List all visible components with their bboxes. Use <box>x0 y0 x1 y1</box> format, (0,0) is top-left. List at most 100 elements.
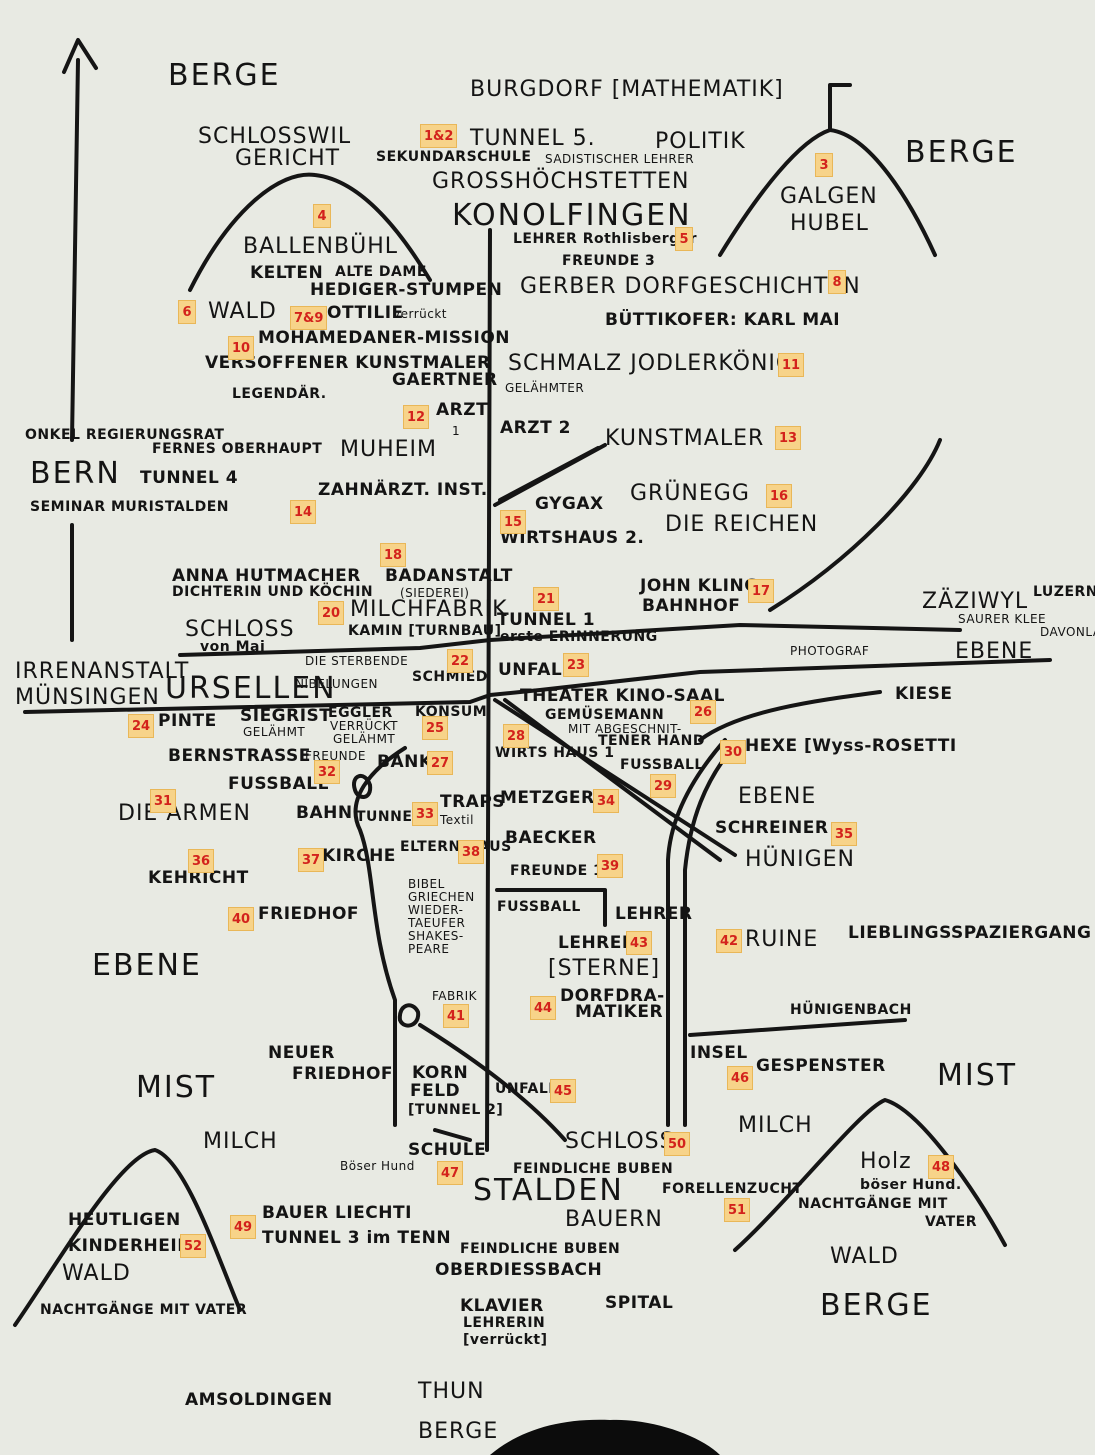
label-gemuesemann: GEMÜSEMANN <box>545 707 665 723</box>
marker-36: 36 <box>188 849 215 873</box>
marker-21: 21 <box>533 587 560 611</box>
marker-48: 48 <box>928 1155 955 1179</box>
label-ballenbuehl: BALLENBÜHL <box>243 234 399 259</box>
label-nachtgaenge-w: NACHTGÄNGE MIT VATER <box>40 1302 248 1318</box>
label-stalden: STALDEN <box>473 1173 624 1208</box>
label-boeser-hund-1: Böser Hund <box>340 1159 415 1173</box>
label-kehricht: KEHRICHT <box>148 868 249 888</box>
label-bahnhof: BAHNHOF <box>642 596 741 616</box>
label-wieder: WIEDER- <box>408 903 464 917</box>
label-schmalz: SCHMALZ JODLERKÖNIG <box>508 351 794 376</box>
label-milchfabrik: MILCHFABRIK <box>350 597 508 622</box>
label-saurer-klee: SAURER KLEE <box>958 612 1047 626</box>
label-mohamedaner: MOHAMEDANER-MISSION <box>258 328 511 348</box>
label-peare: PEARE <box>408 942 450 956</box>
label-hediger: HEDIGER-STUMPEN <box>310 280 503 300</box>
marker-43: 43 <box>626 931 653 955</box>
label-freunde3: FREUNDE 3 <box>562 253 656 269</box>
marker-26: 26 <box>690 700 717 724</box>
road-gruenegg <box>498 446 600 502</box>
marker-14: 14 <box>290 500 317 524</box>
label-berge-nw: BERGE <box>168 58 281 93</box>
label-sterne: [STERNE] <box>548 956 661 981</box>
label-sadistischer-lehrer: SADISTISCHER LEHRER <box>545 152 695 166</box>
label-ursellen: URSELLEN <box>165 671 337 706</box>
label-wirtshaus2: WIRTSHAUS 2. <box>500 528 645 548</box>
label-gespenster: GESPENSTER <box>756 1056 886 1076</box>
label-hexe: HEXE [Wyss-ROSETTI <box>745 736 957 756</box>
marker-22: 22 <box>447 649 474 673</box>
label-metzger: METZGER <box>500 788 595 808</box>
label-siegrist: SIEGRIST <box>240 706 332 726</box>
label-klavier: KLAVIER <box>460 1296 544 1316</box>
marker-18: 18 <box>380 543 407 567</box>
label-kirche: KIRCHE <box>322 846 396 866</box>
label-spital: SPITAL <box>605 1293 674 1313</box>
label-ebene-center: EBENE <box>738 784 817 809</box>
label-mist-w: MIST <box>136 1070 217 1105</box>
label-verrueckt-2: VERRÜCKT <box>330 719 398 733</box>
label-zahnaerztl: ZAHNÄRZT. INST. <box>318 480 488 500</box>
marker-39: 39 <box>597 854 624 878</box>
mountain-southeast <box>733 1098 1007 1252</box>
label-hubel: HUBEL <box>790 211 869 236</box>
label-die-armen: DIE ARMEN <box>118 801 251 826</box>
label-zaeziwyl: ZÄZIWYL <box>922 589 1029 614</box>
marker-38: 38 <box>458 840 485 864</box>
road-southwest <box>418 1023 567 1142</box>
label-burgdorf: BURGDORF [MATHEMATIK] <box>470 77 784 102</box>
label-tunnel2: [TUNNEL 2] <box>408 1102 504 1118</box>
label-ruine: RUINE <box>745 927 819 952</box>
label-gygax: GYGAX <box>535 494 604 514</box>
marker-32: 32 <box>314 760 341 784</box>
label-vater-e: VATER <box>925 1214 978 1230</box>
road-huenigen-2 <box>503 698 722 862</box>
label-muheim: MUHEIM <box>340 437 437 462</box>
railway-loop <box>352 774 373 799</box>
label-matiker: MATIKER <box>575 1002 664 1022</box>
label-amsoldingen: AMSOLDINGEN <box>185 1390 333 1410</box>
label-mit-abgeschn: MIT ABGESCHNIT- <box>568 722 682 736</box>
label-lehrer-1: LEHRER <box>615 904 693 924</box>
label-theater: THEATER KINO-SAAL <box>520 686 725 706</box>
label-taeufer: TAEUFER <box>408 916 466 930</box>
marker-31: 31 <box>150 789 177 813</box>
label-gerber: GERBER DORFGESCHICHTEN <box>520 274 861 299</box>
label-siederei: (SIEDEREI) <box>400 586 470 600</box>
label-korn: KORN <box>412 1063 469 1083</box>
label-friedhof: FRIEDHOF <box>258 904 360 924</box>
marker-40: 40 <box>228 907 255 931</box>
marker-41: 41 <box>443 1004 470 1028</box>
label-arzt1-num: 1 <box>452 424 461 438</box>
label-grosshoechstetten: GROSSHÖCHSTETTEN <box>432 169 690 194</box>
label-dichterin: DICHTERIN UND KÖCHIN <box>172 584 374 600</box>
label-schloss-w: SCHLOSS <box>185 617 295 642</box>
marker-12: 12 <box>403 405 430 429</box>
marker-20: 20 <box>318 601 345 625</box>
label-gruenegg: GRÜNEGG <box>630 481 750 506</box>
label-freunde2: FREUNDE <box>305 749 366 763</box>
road-north-south <box>485 228 492 1152</box>
label-wald-e: WALD <box>830 1244 899 1269</box>
label-irrenanstalt: IRRENANSTALT <box>15 659 190 684</box>
label-konolfingen: KONOLFINGEN <box>452 198 692 233</box>
label-bahn: BAHN <box>296 803 353 823</box>
marker-35: 35 <box>831 822 858 846</box>
label-heutligen: HEUTLIGEN <box>68 1210 181 1230</box>
marker-25: 25 <box>422 716 449 740</box>
label-von-mai: von Mai <box>200 639 266 655</box>
label-buettikofer: BÜTTIKOFER: KARL MAI <box>605 310 841 330</box>
marker-29: 29 <box>650 774 677 798</box>
marker-5: 5 <box>675 227 693 251</box>
label-gelaehmter: GELÄHMTER <box>505 381 585 395</box>
marker-33: 33 <box>412 802 439 826</box>
label-legendaer: LEGENDÄR. <box>232 386 327 402</box>
road-huenigenbach <box>688 1018 907 1037</box>
label-mist-e: MIST <box>937 1058 1018 1093</box>
railway-loop-2 <box>397 1003 421 1028</box>
marker-42: 42 <box>716 929 743 953</box>
label-fabrik: FABRIK <box>432 989 477 1003</box>
label-john-kling: JOHN KLING <box>640 576 759 596</box>
label-tener-hand: TENER HAND <box>598 733 705 749</box>
label-bibel: BIBEL <box>408 877 445 891</box>
